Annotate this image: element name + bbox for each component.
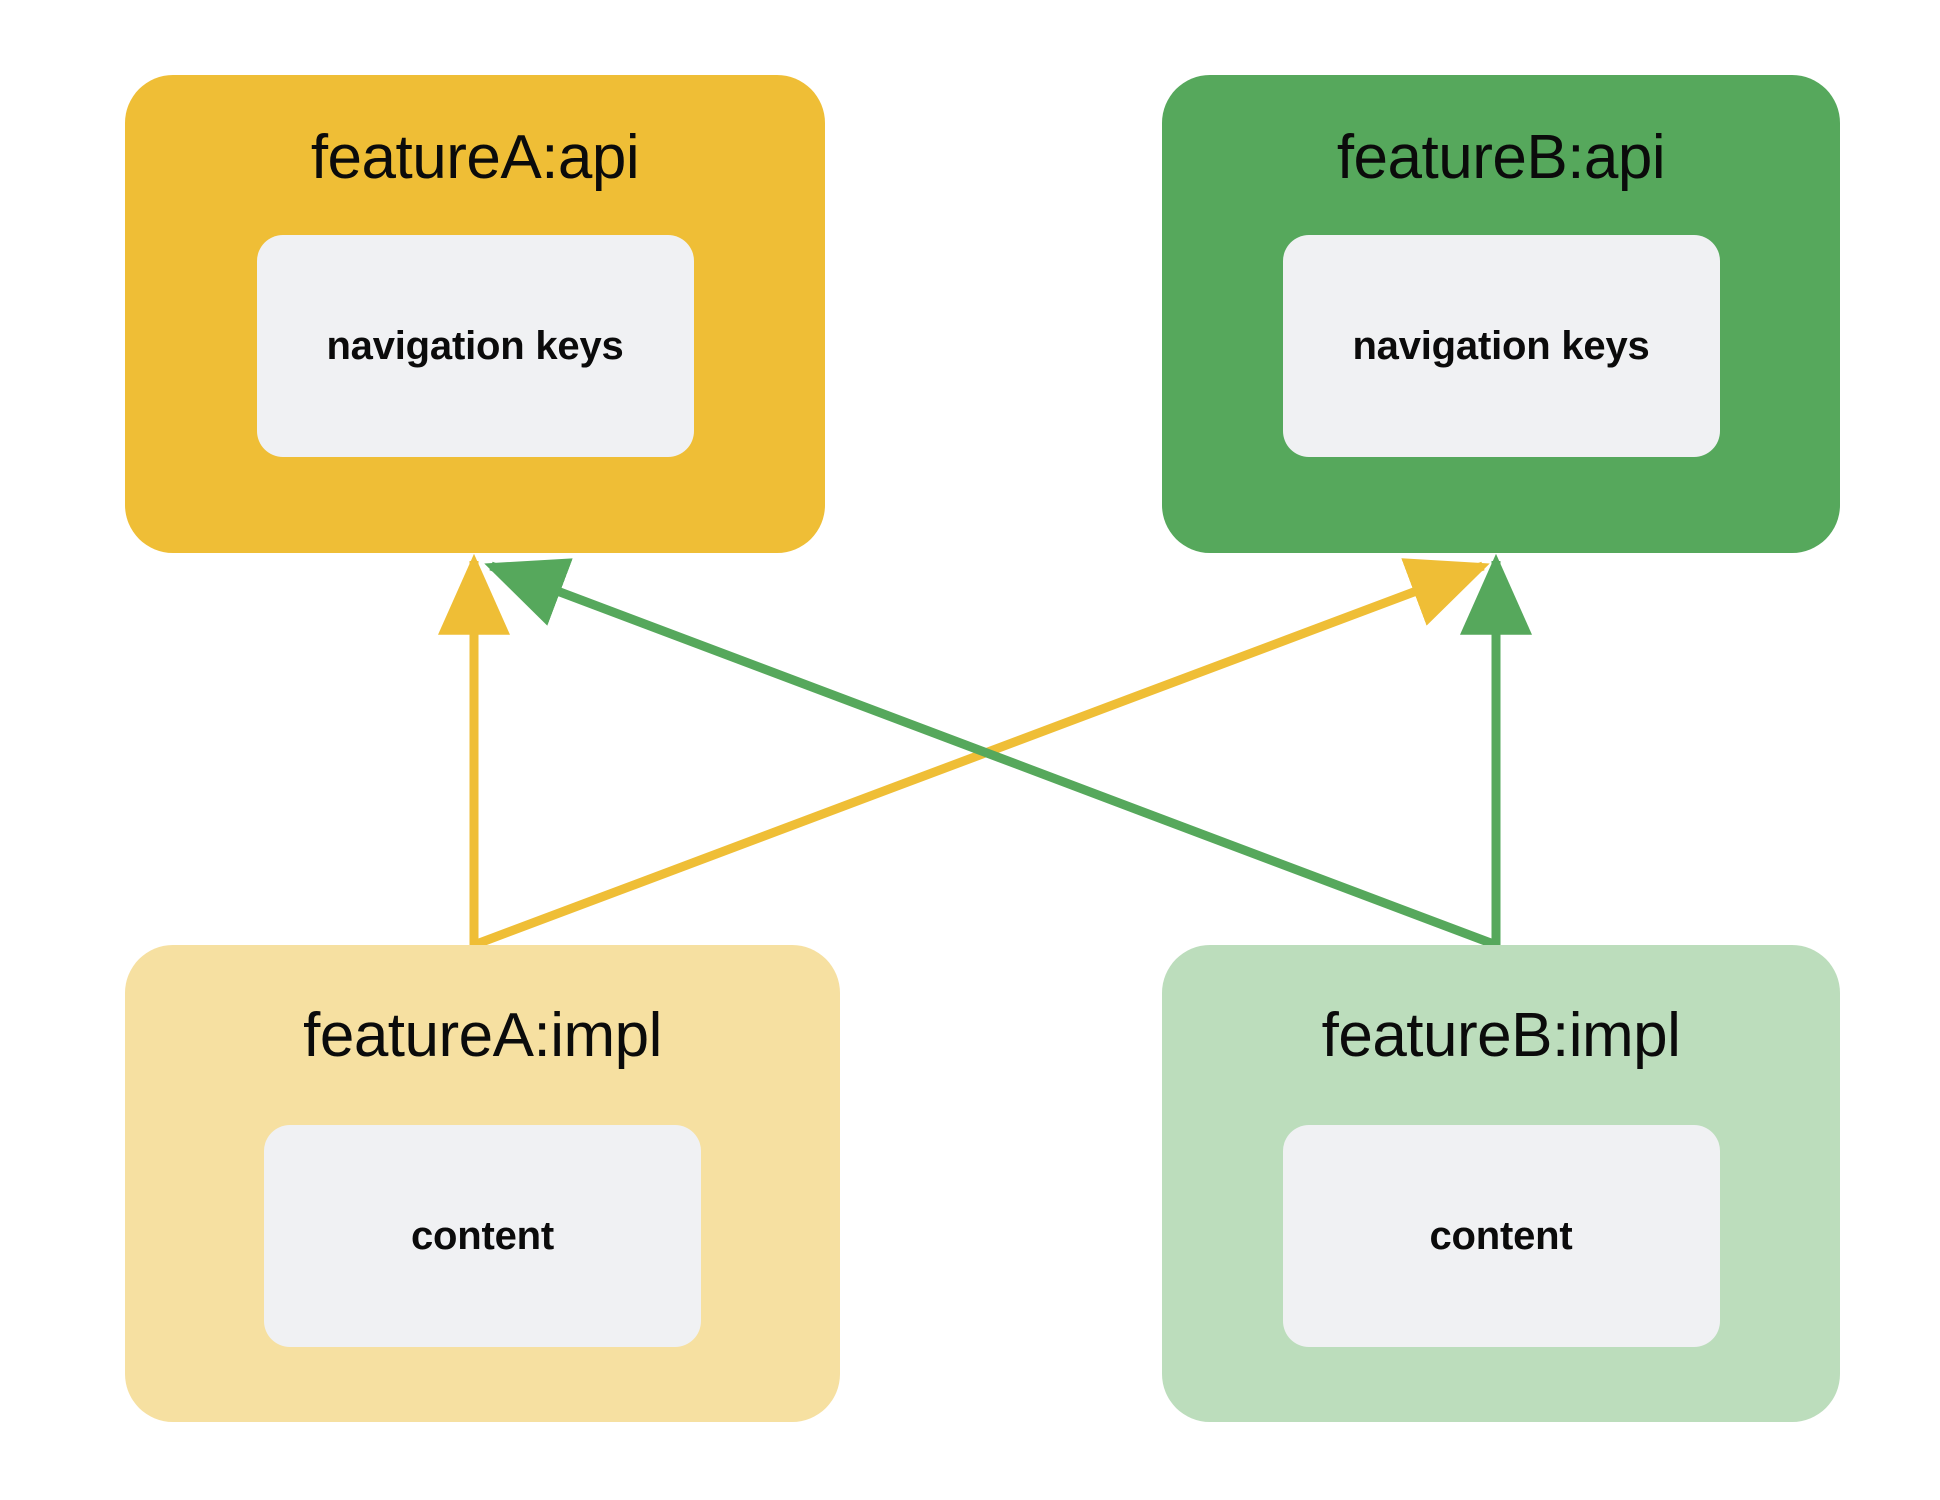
module-title-featureB-api: featureB:api <box>1336 123 1666 192</box>
module-chip-featureB-api[interactable]: navigation keys <box>1282 235 1720 457</box>
edge-b-impl-to-a-api <box>484 558 1498 950</box>
module-chip-featureA-api[interactable]: navigation keys <box>256 235 694 457</box>
module-box-featureA-impl[interactable]: featureA:impl content <box>125 945 840 1422</box>
module-chip-featureA-impl[interactable]: content <box>264 1125 701 1347</box>
module-box-featureB-impl[interactable]: featureB:impl content <box>1162 945 1840 1422</box>
module-title-featureA-impl: featureA:impl <box>303 1001 662 1070</box>
module-chip-featureB-impl[interactable]: content <box>1282 1125 1720 1347</box>
chip-label-featureA-impl: content <box>410 1214 555 1258</box>
chip-label-featureB-impl: content <box>1429 1214 1573 1258</box>
module-box-featureB-api[interactable]: featureB:api navigation keys <box>1162 75 1840 553</box>
module-box-featureA-api[interactable]: featureA:api navigation keys <box>125 75 825 553</box>
chip-label-featureA-api: navigation keys <box>326 324 624 368</box>
chip-label-featureB-api: navigation keys <box>1352 324 1650 368</box>
module-title-featureA-api: featureA:api <box>310 123 640 192</box>
module-title-featureB-impl: featureB:impl <box>1321 1001 1681 1070</box>
edge-a-impl-to-b-api <box>472 558 1490 950</box>
